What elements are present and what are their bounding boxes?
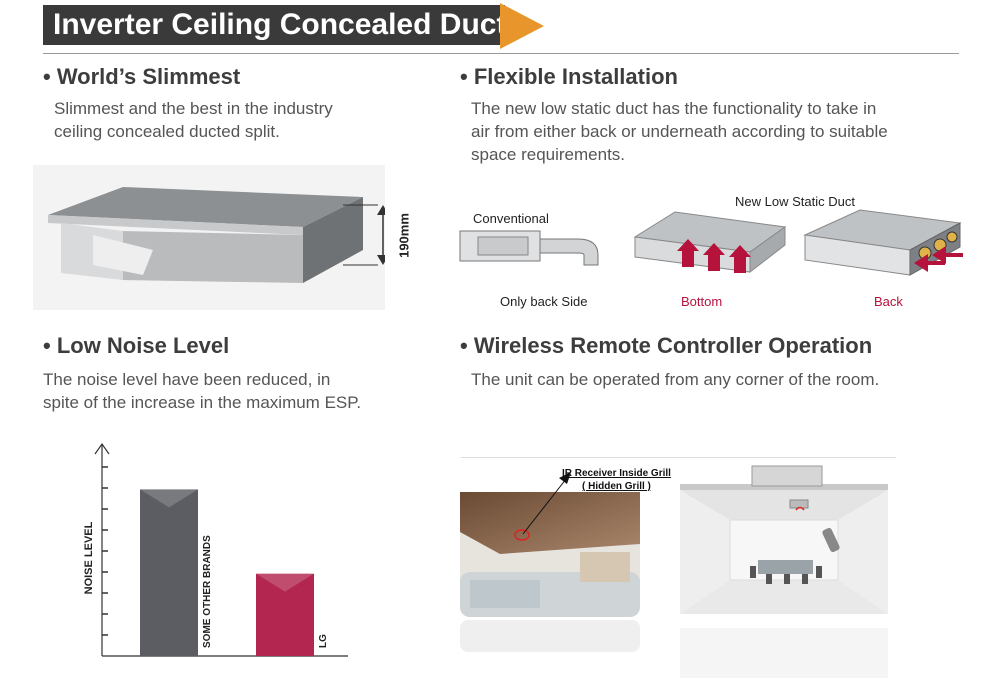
duct-unit-image [33, 165, 385, 310]
category-label-0: SOME OTHER BRANDS [202, 535, 213, 648]
text-flexible-2: air from either back or underneath accor… [471, 122, 888, 141]
noise-chart: NOISE LEVEL SOME OTHER BRANDS LG [83, 442, 348, 657]
ir-receiver-marker [514, 529, 530, 541]
conventional-duct-image [459, 230, 599, 266]
text-flexible-1: The new low static duct has the function… [471, 99, 877, 118]
heading-flexible: • Flexible Installation [460, 64, 678, 89]
bottom-intake-duct-image [633, 211, 787, 274]
back-intake-duct-image [803, 209, 963, 276]
category-label-1: LG [318, 634, 329, 648]
bar-highlight-0 [140, 489, 198, 508]
photo-frame-line [461, 457, 896, 458]
bar-1 [256, 573, 314, 656]
hidden-grill-label: ( Hidden Grill ) [582, 481, 651, 492]
page-title: Inverter Ceiling Concealed Duct [43, 5, 506, 45]
caption-back: Back [874, 294, 903, 309]
text-slimmest-2: ceiling concealed ducted split. [54, 122, 280, 141]
y-axis-arrow-icon [94, 442, 110, 455]
text-noise-1: The noise level have been reduced, in [43, 370, 331, 389]
heading-wireless: • Wireless Remote Controller Operation [460, 333, 873, 358]
banner-arrow-icon [500, 3, 544, 49]
room-photo-reflection [460, 620, 640, 652]
caption-bottom: Bottom [681, 294, 723, 309]
text-flexible-3: space requirements. [471, 145, 626, 164]
divider [43, 53, 959, 54]
heading-noise: • Low Noise Level [43, 333, 230, 358]
label-new-low-static-duct: New Low Static Duct [735, 194, 855, 209]
room-diagram-reflection [680, 628, 888, 678]
text-wireless-1: The unit can be operated from any corner… [471, 370, 880, 389]
callout-pointer-icon [522, 472, 571, 535]
room-diagram [680, 465, 888, 614]
y-axis-label: NOISE LEVEL [83, 521, 95, 594]
bar-highlight-1 [256, 573, 314, 592]
bar-0 [140, 489, 198, 656]
dimension-label: 190mm [396, 213, 412, 258]
room-photo [460, 492, 640, 617]
label-conventional: Conventional [473, 211, 549, 226]
heading-slimmest: • World’s Slimmest [43, 64, 241, 89]
text-slimmest-1: Slimmest and the best in the industry [54, 99, 333, 118]
dimension-label-wrap: 190mm [392, 206, 416, 270]
ir-receiver-label: IR Receiver Inside Grill [562, 468, 671, 479]
caption-only-back-side: Only back Side [500, 294, 588, 309]
text-noise-2: spite of the increase in the maximum ESP… [43, 393, 362, 412]
